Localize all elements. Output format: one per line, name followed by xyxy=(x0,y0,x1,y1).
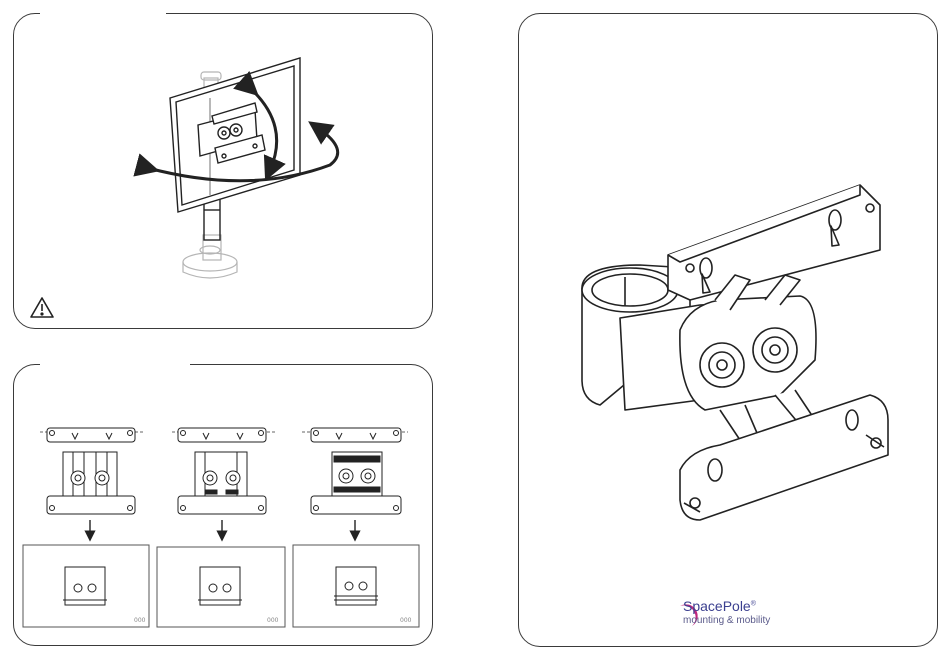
svg-text:000: 000 xyxy=(400,617,412,624)
brand-name: SpacePole xyxy=(683,598,751,614)
spacepole-logo: SpacePole® mounting & mobility xyxy=(660,596,800,632)
step-1: 000 xyxy=(23,428,149,627)
svg-text:000: 000 xyxy=(267,617,279,624)
registered-mark: ® xyxy=(751,600,756,607)
brand-tagline: mounting & mobility xyxy=(683,615,770,626)
monitor-rotation-illustration xyxy=(148,58,338,278)
svg-text:000: 000 xyxy=(134,617,146,624)
pole-clamp-bracket-illustration xyxy=(582,185,888,520)
installation-steps-illustration: 000 000 xyxy=(23,428,419,627)
step-2: 000 xyxy=(157,428,285,627)
warning-triangle-icon xyxy=(31,298,53,317)
step-3: 000 xyxy=(293,428,419,627)
